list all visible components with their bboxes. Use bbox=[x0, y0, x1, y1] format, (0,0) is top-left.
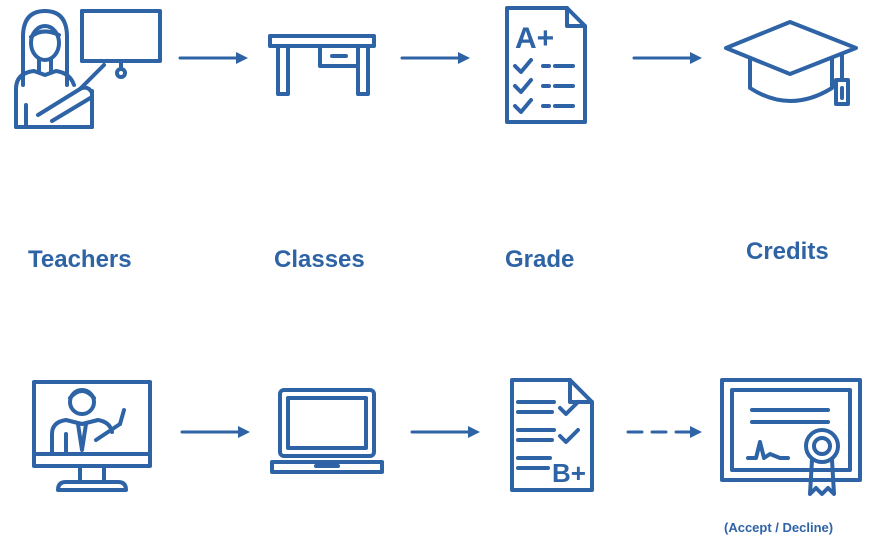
graded-paper-icon: A+ bbox=[505, 6, 587, 124]
arrow-right-icon bbox=[180, 426, 250, 438]
label-teachers: Teachers bbox=[28, 246, 132, 273]
label-credits: Credits bbox=[746, 238, 829, 265]
label-grade: Grade bbox=[505, 246, 575, 273]
grade-b-plus-label: B+ bbox=[552, 458, 586, 488]
arrow-right-icon bbox=[632, 52, 702, 64]
label-classes: Classes bbox=[274, 246, 365, 273]
dashed-arrow-right-icon bbox=[626, 426, 702, 438]
teacher-presenting-icon bbox=[14, 9, 162, 129]
online-teacher-monitor-icon bbox=[32, 380, 152, 492]
laptop-icon bbox=[270, 388, 384, 474]
accept-decline-note: (Accept / Decline) bbox=[724, 520, 834, 535]
arrow-right-icon bbox=[178, 52, 248, 64]
certificate-icon bbox=[720, 378, 862, 496]
grade-a-plus-label: A+ bbox=[515, 22, 554, 55]
arrow-right-icon bbox=[410, 426, 480, 438]
desk-icon bbox=[268, 34, 376, 96]
graded-document-icon: B+ bbox=[510, 378, 594, 492]
graduation-cap-icon bbox=[724, 20, 858, 106]
arrow-right-icon bbox=[400, 52, 470, 64]
